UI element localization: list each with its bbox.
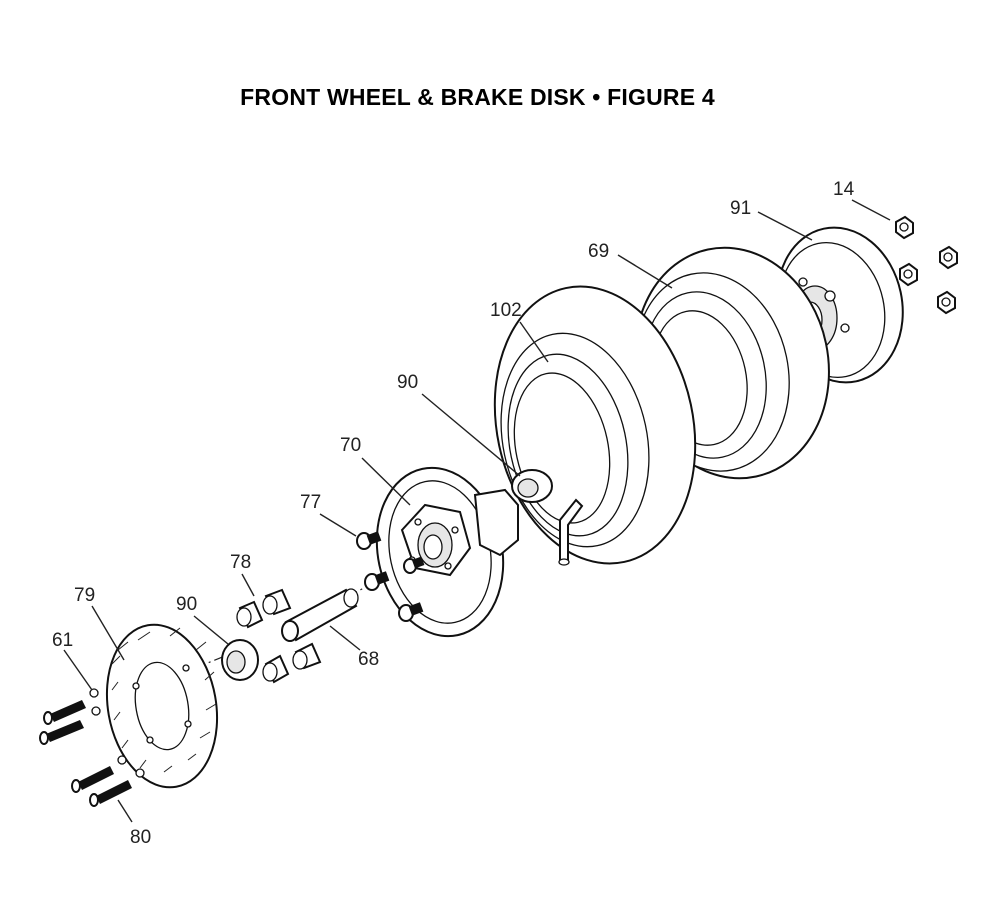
bearing-icon (221, 639, 259, 681)
callout-14: 14 (833, 179, 855, 200)
leader-91 (757, 211, 813, 241)
spacer-icon (236, 588, 322, 684)
washer-icon (89, 688, 145, 778)
callout-70: 70 (340, 435, 361, 456)
callout-61: 61 (52, 630, 73, 651)
callout-91: 91 (730, 198, 751, 219)
bolt-icon (356, 531, 425, 622)
axle-icon (281, 588, 359, 642)
callout-69: 69 (588, 241, 609, 262)
callout-102: 102 (490, 300, 522, 321)
leader-80 (117, 799, 133, 823)
leader-68 (329, 625, 361, 651)
hex-nut-icon (895, 215, 958, 315)
leader-lines (63, 199, 891, 823)
bearing-icon (511, 469, 553, 503)
bolt-icon (39, 700, 132, 807)
callout-90-top: 90 (397, 372, 418, 393)
leader-79 (91, 605, 125, 661)
leader-90-top (421, 393, 521, 477)
callout-77: 77 (300, 492, 321, 513)
leader-14 (851, 199, 891, 221)
hub-icon (375, 466, 519, 638)
leader-90-bottom (193, 615, 229, 645)
brake-disk-icon (105, 623, 219, 789)
leader-102 (519, 321, 549, 363)
leader-77 (319, 513, 357, 537)
figure-title: FRONT WHEEL & BRAKE DISK • FIGURE 4 (240, 84, 715, 110)
leader-78 (241, 573, 255, 597)
leader-69 (617, 254, 673, 289)
callout-78: 78 (230, 552, 251, 573)
leader-61 (63, 649, 93, 691)
callout-79: 79 (74, 585, 95, 606)
valve-stem-icon (558, 498, 584, 566)
callout-68: 68 (358, 649, 379, 670)
leader-70 (361, 457, 411, 506)
callout-80: 80 (130, 827, 151, 848)
callout-90-bottom: 90 (176, 594, 197, 615)
